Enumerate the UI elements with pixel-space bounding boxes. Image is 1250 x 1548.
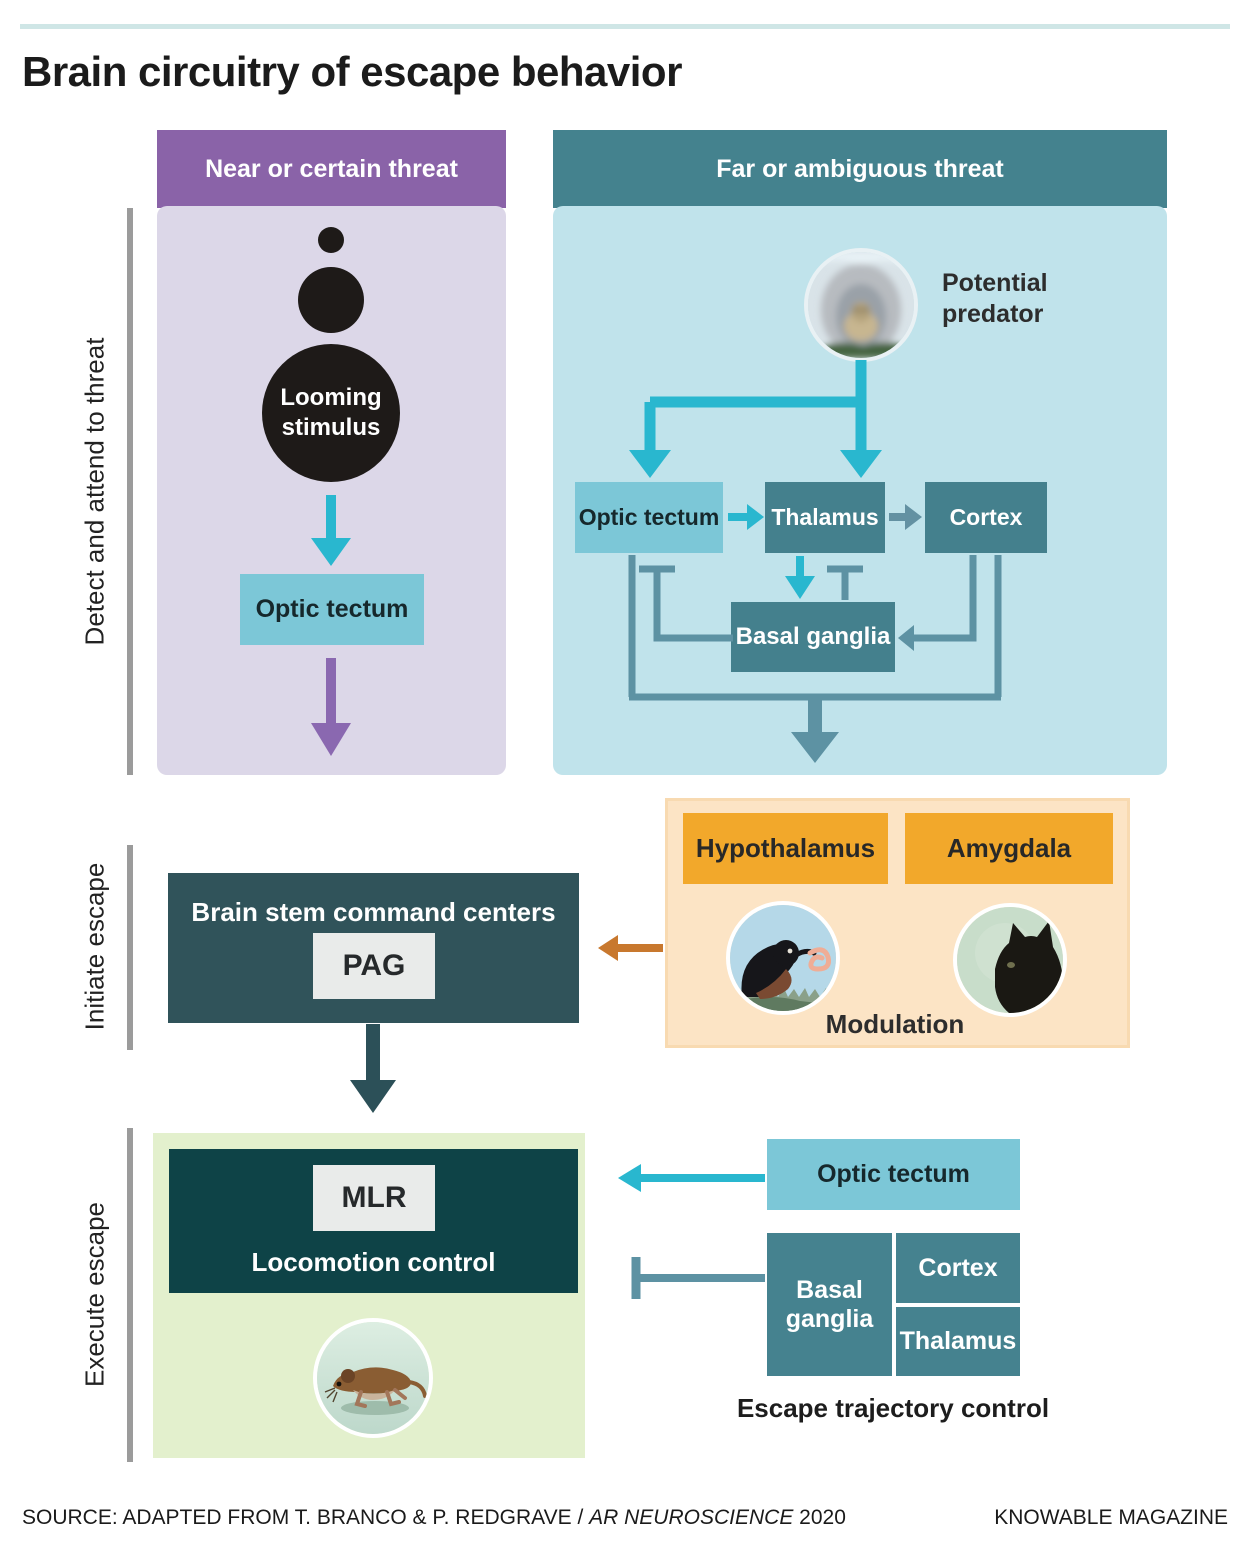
- rail-label-initiate: Initiate escape: [79, 862, 110, 1031]
- predator-photo: [804, 248, 918, 362]
- brainstem-label: Brain stem command centers: [191, 897, 556, 927]
- looming-stimulus-circle: Looming stimulus: [262, 344, 400, 482]
- rail-label-execute: Execute escape: [79, 1202, 110, 1388]
- far-thalamus-box: Thalamus: [765, 482, 885, 553]
- far-basal-ganglia-box: Basal ganglia: [731, 602, 895, 672]
- source-journal: AR NEUROSCIENCE: [589, 1506, 794, 1529]
- brainstem-to-mlr-arrow: [350, 1024, 396, 1113]
- rail-bar-execute: [127, 1128, 133, 1462]
- bg-inhibits-mlr: [631, 1257, 765, 1299]
- looming-dot-small: [318, 227, 344, 253]
- modulation-to-brainstem-arrow: [598, 935, 663, 961]
- near-optic-tectum-box: Optic tectum: [240, 574, 424, 645]
- near-threat-header: Near or certain threat: [157, 130, 506, 208]
- rail-label-detect: Detect and attend to threat: [79, 337, 110, 646]
- locomotion-label: Locomotion control: [251, 1247, 496, 1277]
- owl-burrow-image: [808, 252, 914, 358]
- source-text: SOURCE: ADAPTED FROM T. BRANCO & P. REDG…: [22, 1506, 590, 1529]
- mouse-photo: [313, 1318, 433, 1438]
- looming-stimulus-label: Looming stimulus: [280, 384, 382, 441]
- source-year: 2020: [793, 1506, 846, 1529]
- brand-credit: KNOWABLE MAGAZINE: [994, 1506, 1228, 1529]
- page-title: Brain circuitry of escape behavior: [22, 48, 682, 95]
- predator-caption: Potential predator: [942, 269, 1048, 329]
- mlr-chip: MLR: [313, 1165, 435, 1231]
- rail-bar-detect: [127, 208, 133, 775]
- pag-chip: PAG: [313, 933, 435, 999]
- exec-thalamus-box: Thalamus: [896, 1307, 1020, 1376]
- tectum-to-mlr-arrow: [618, 1164, 765, 1192]
- modulation-label: Modulation: [825, 1009, 965, 1039]
- top-rule: [20, 24, 1230, 29]
- cat-photo: [953, 903, 1067, 1017]
- far-threat-header: Far or ambiguous threat: [553, 130, 1167, 208]
- trajectory-label: Escape trajectory control: [736, 1393, 1050, 1423]
- looming-dot-medium: [298, 267, 364, 333]
- bird-worm-image: [730, 905, 836, 1011]
- mouse-image: [317, 1322, 429, 1434]
- rail-bar-initiate: [127, 845, 133, 1050]
- exec-cortex-box: Cortex: [896, 1233, 1020, 1303]
- exec-basal-ganglia-box: Basal ganglia: [767, 1233, 892, 1376]
- amygdala-box: Amygdala: [905, 813, 1113, 884]
- source-credit: SOURCE: ADAPTED FROM T. BRANCO & P. REDG…: [22, 1506, 846, 1530]
- exec-optic-tectum-box: Optic tectum: [767, 1139, 1020, 1210]
- cat-silhouette-image: [957, 907, 1063, 1013]
- hypothalamus-box: Hypothalamus: [683, 813, 888, 884]
- far-optic-tectum-box: Optic tectum: [575, 482, 723, 553]
- bird-photo: [726, 901, 840, 1015]
- far-cortex-box: Cortex: [925, 482, 1047, 553]
- exec-basal-ganglia-label: Basal ganglia: [785, 1275, 874, 1333]
